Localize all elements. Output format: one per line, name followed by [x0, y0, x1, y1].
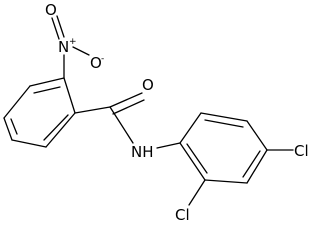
- inner-bond-c5-c6: [10, 118, 18, 135]
- bond-c-n: [109, 106, 134, 144]
- bond-ring-carbonyl-carbon: [74, 106, 111, 114]
- inner-bond-d2-d3: [204, 119, 244, 128]
- molecule-svg: O N + O - O NH Cl Cl: [3, 1, 309, 224]
- bond-c4-c5: [11, 139, 47, 148]
- nitro-group: O N + O -: [45, 1, 104, 79]
- inner-bond-d4-d5: [242, 150, 261, 178]
- bond-n-o-top-b: [56, 15, 65, 38]
- bond-d1-d2: [179, 112, 202, 144]
- bond-n-o-top-a: [51, 17, 60, 40]
- atom-cl-para: Cl: [294, 142, 309, 160]
- amide-group: O NH: [74, 76, 181, 161]
- bond-d6-cl: [188, 179, 206, 206]
- bond-d2-d3: [200, 112, 248, 122]
- structure-diagram: O N + O - O NH Cl Cl: [3, 1, 309, 224]
- bond-d3-d4: [246, 120, 268, 151]
- bond-n-o-minus: [72, 46, 90, 56]
- bond-d5-d6: [204, 179, 248, 184]
- bond-c5-c6: [3, 117, 13, 141]
- inner-bond-d6-d1: [186, 143, 208, 174]
- inner-bond-c3-c4: [43, 114, 69, 141]
- bond-c-o-b: [112, 99, 145, 115]
- oxygen-charge: -: [101, 54, 104, 64]
- atom-o-minus: O: [90, 54, 102, 72]
- bond-c1-c2: [29, 77, 65, 87]
- atom-nh: NH: [131, 143, 154, 161]
- bond-n-aryl: [156, 142, 181, 149]
- bond-c2-c3: [63, 77, 76, 114]
- benzene-ring-left: [3, 77, 76, 148]
- atom-o-carbonyl: O: [142, 76, 154, 94]
- atom-cl-ortho: Cl: [175, 206, 190, 224]
- bond-c-o-a: [109, 92, 143, 108]
- bond-d4-d5: [246, 149, 268, 184]
- bond-c3-c4: [45, 112, 76, 148]
- atom-n-nitro: N: [58, 38, 69, 56]
- atom-o-top: O: [45, 1, 57, 19]
- benzene-ring-right: Cl Cl: [175, 112, 309, 224]
- inner-bond-c1-c2: [33, 86, 61, 94]
- nitrogen-charge: +: [69, 37, 77, 47]
- bond-c6-c1: [3, 85, 31, 119]
- bond-d6-d1: [179, 142, 206, 181]
